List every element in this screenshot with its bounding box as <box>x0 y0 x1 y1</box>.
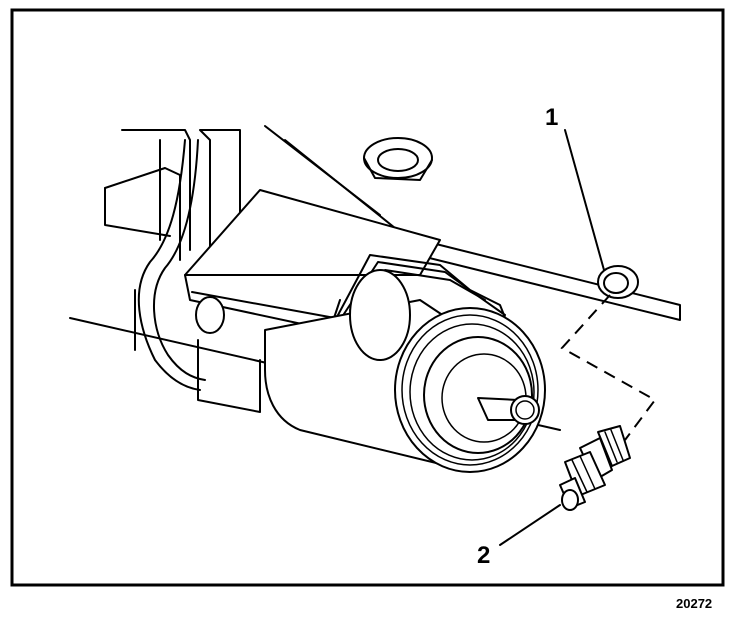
callout-label-2: 2 <box>477 542 490 569</box>
leader-line-2 <box>499 504 561 546</box>
threaded-switch-item-2 <box>559 425 631 511</box>
leader-line-1 <box>564 129 605 271</box>
callout-label-1: 1 <box>545 104 558 131</box>
figure-number: 20272 <box>676 596 712 611</box>
engine-block-drawing <box>69 125 681 473</box>
installation-path-dashed <box>560 294 657 441</box>
illustration-border <box>10 8 725 587</box>
port-hole-item-1 <box>597 265 639 299</box>
